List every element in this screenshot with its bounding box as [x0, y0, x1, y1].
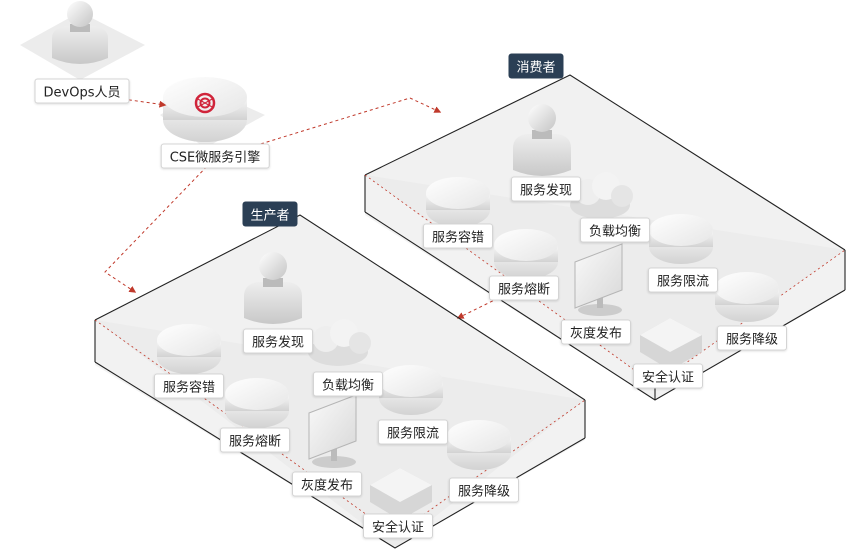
- producer-fault-tolerance-label: 服务容错: [153, 373, 225, 399]
- producer-rate-limiting-label: 服务限流: [377, 419, 449, 445]
- consumer-degradation-disc-icon: [715, 272, 779, 322]
- devops-person-icon: [20, 1, 145, 80]
- producer-security-shield-icon: [370, 468, 432, 520]
- producer-circuit-breaker-disc-icon: [225, 378, 289, 428]
- producer-load-balancer-cloud-icon: [308, 319, 371, 366]
- producer-discovery-label: 服务发现: [242, 328, 314, 354]
- producer-rate-limit-disc-icon: [379, 365, 443, 415]
- producer-gray-release-label: 灰度发布: [291, 471, 363, 497]
- cse-engine-icon: [160, 77, 265, 148]
- producer-discovery-person-icon: [244, 252, 302, 324]
- consumer-gray-release-monitor-icon: [574, 243, 623, 316]
- consumer-fault-tolerance-label: 服务容错: [422, 223, 494, 249]
- consumer-circuit-breaker-label: 服务熔断: [488, 275, 560, 301]
- consumer-security-shield-icon: [640, 318, 702, 370]
- consumer-rate-limiting-label: 服务限流: [647, 267, 719, 293]
- arrow-engine-to-producer: [104, 157, 216, 293]
- consumer-rate-limit-disc-icon: [649, 214, 713, 264]
- producer-degradation-disc-icon: [447, 420, 511, 470]
- consumer-gray-release-label: 灰度发布: [560, 319, 632, 345]
- consumer-security-auth-label: 安全认证: [632, 363, 704, 389]
- devops-label: DevOps人员: [34, 78, 130, 104]
- consumer-degradation-label: 服务降级: [716, 325, 788, 351]
- consumer-load-balancer-cloud-icon: [570, 172, 633, 219]
- consumer-discovery-person-icon: [513, 104, 571, 176]
- consumer-discovery-label: 服务发现: [510, 176, 582, 202]
- consumer-tag: 消费者: [508, 53, 564, 79]
- consumer-circuit-breaker-disc-icon: [494, 229, 558, 279]
- cse-engine-label: CSE微服务引擎: [160, 143, 270, 169]
- producer-tag: 生产者: [242, 201, 298, 227]
- producer-fault-tolerance-disc-icon: [157, 324, 221, 374]
- producer-circuit-breaker-label: 服务熔断: [219, 427, 291, 453]
- consumer-fault-tolerance-disc-icon: [426, 177, 490, 227]
- producer-security-auth-label: 安全认证: [362, 513, 434, 539]
- arrow-engine-to-consumer: [214, 97, 442, 159]
- producer-load-balancing-label: 负载均衡: [312, 371, 384, 397]
- producer-degradation-label: 服务降级: [448, 477, 520, 503]
- producer-gray-release-monitor-icon: [308, 394, 357, 468]
- producer-platform-outline: [94, 214, 586, 549]
- consumer-load-balancing-label: 负载均衡: [579, 217, 651, 243]
